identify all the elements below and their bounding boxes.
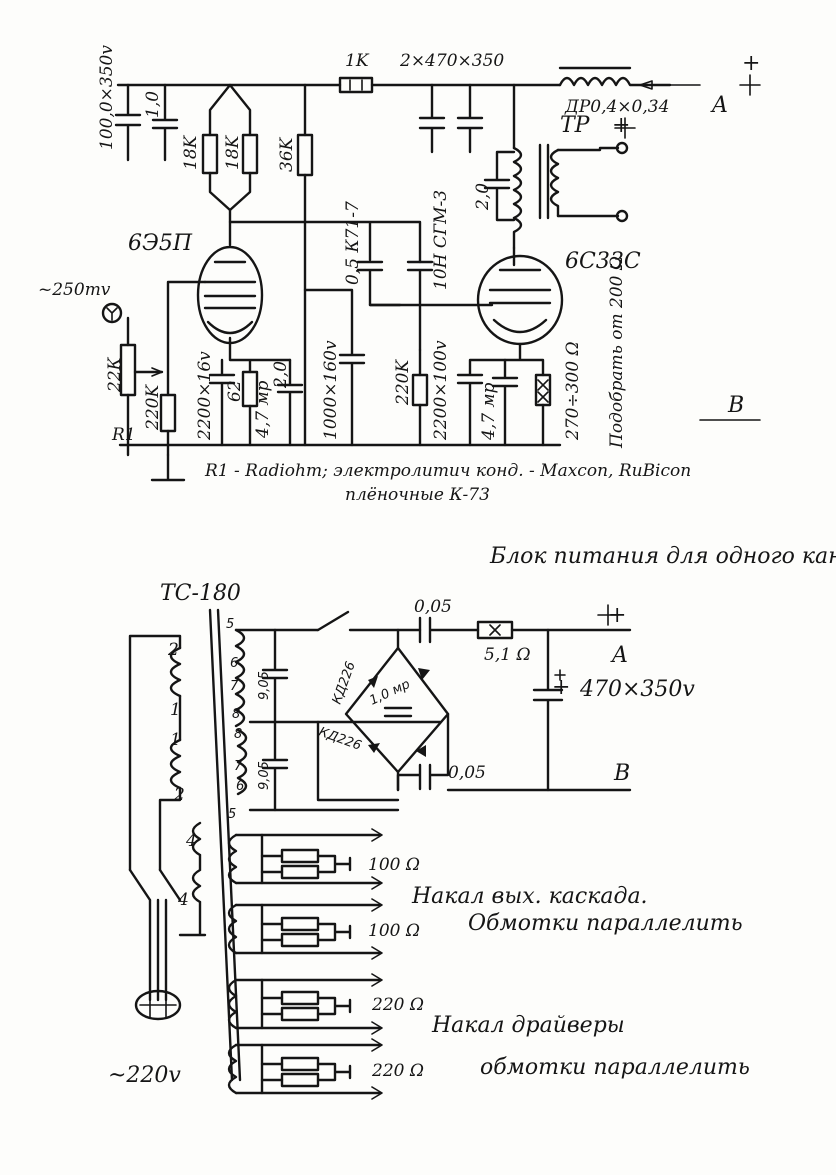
pin-left-6: 4 — [177, 890, 189, 910]
label-r-62: 62 — [225, 380, 245, 402]
label-r-100b: 100 Ω — [368, 921, 420, 941]
label-tube1: 6Э5П — [128, 231, 193, 256]
pin-left-1: 2 — [167, 640, 179, 660]
label-caps-top: 2×470×350 — [399, 51, 504, 71]
label-c-005-a: 0,05 — [414, 597, 452, 617]
psu-labels: Блок питания для одного канала ТС-180 5 … — [108, 544, 836, 1088]
pin-4: 8 — [232, 707, 240, 722]
label-c-2200-100: 2200×100v — [431, 340, 451, 441]
heater-drv-line2: обмотки параллелить — [480, 1055, 750, 1080]
pin-left-3: 1 — [170, 730, 181, 750]
label-cap-main: 470×350v — [579, 677, 695, 702]
pin-3: 7 — [230, 679, 239, 694]
label-plus-top: + — [742, 51, 760, 76]
label-c-1000: 1000×160v — [321, 340, 341, 440]
label-diode-b: КД226 — [317, 725, 364, 754]
note-line2: плёночные К-73 — [345, 485, 490, 505]
label-r1: R1 — [111, 425, 136, 445]
label-c-47b: 4,7 мр — [479, 382, 499, 441]
label-tube2: 6С33С — [565, 249, 641, 274]
label-r-anode1: 18K — [181, 134, 201, 170]
label-c-905-b: 9,05 — [257, 761, 272, 790]
label-c-2200: 2200×16v — [195, 351, 215, 441]
label-c-47: 4,7 мр — [253, 380, 273, 439]
psu-title: Блок питания для одного канала — [489, 544, 836, 569]
label-r-220a: 220 Ω — [371, 995, 424, 1015]
label-r-220k-1: 220K — [143, 384, 163, 431]
label-r-220b: 220 Ω — [371, 1061, 424, 1081]
label-mains: ~220v — [108, 1063, 181, 1088]
label-psu-b: B — [613, 761, 630, 786]
label-podobrat: Подобрать от 200 Ω — [607, 256, 627, 449]
label-r-100a: 100 Ω — [368, 855, 420, 875]
label-r-1k: 1K — [345, 51, 370, 71]
label-r-anode2: 18K — [223, 134, 243, 170]
label-pot: 22К — [105, 356, 125, 393]
label-c-tp: 2,0 — [473, 183, 493, 211]
label-coupling1: 0,5 К71-7 — [343, 201, 363, 285]
label-cap-plus: + — [552, 675, 570, 700]
pin-2: 6 — [230, 656, 238, 671]
label-coupling2: 10Н СГМ-3 — [431, 190, 451, 290]
pin-1: 5 — [226, 617, 234, 632]
heater-drv-line1: Накал драйверы — [431, 1013, 625, 1038]
label-transformer: ТС-180 — [160, 581, 241, 606]
pin-left-4: 2 — [173, 785, 185, 805]
pin-5: 8 — [234, 727, 242, 742]
label-node-a: A — [710, 93, 728, 118]
pin-6: 7 — [234, 759, 243, 774]
psu-schematic — [128, 604, 632, 1100]
pin-left-2: 1 — [170, 700, 181, 720]
amplifier-schematic — [101, 66, 761, 482]
label-c-20: 2,0 — [271, 361, 291, 389]
label-tp: ТР — [560, 113, 591, 138]
label-c-in: 100,0×350v — [97, 45, 117, 150]
heater-windings — [227, 828, 383, 1100]
label-input-level: ~250mv — [38, 280, 111, 300]
note-line1: R1 - Radiohm; электролитич конд. - Maxco… — [204, 461, 691, 481]
heater-out-line1: Накал вых. каскада. — [411, 884, 648, 909]
label-c-005-b: 0,05 — [448, 763, 486, 783]
label-node-b: B — [727, 393, 744, 418]
label-r-220k-2: 220K — [393, 359, 413, 406]
label-psu-plus: + — [608, 603, 626, 628]
label-plus-out: + — [612, 113, 630, 138]
label-psu-a: A — [610, 643, 628, 668]
label-r-270: 270÷300 Ω — [563, 341, 583, 441]
label-diode-a: КД226 — [330, 660, 359, 707]
label-choke: ДР0,4×0,34 — [564, 97, 669, 117]
heater-out-line2: Обмотки параллелить — [468, 911, 743, 936]
label-r-36k: 36K — [277, 136, 297, 172]
pin-left-5: 4 — [185, 831, 197, 851]
label-r-51: 5,1 Ω — [484, 645, 531, 665]
amplifier-labels: 100,0×350v 1,0 18K 18K 36K 1K 2×470×350 … — [38, 45, 760, 505]
label-c-in2: 1,0 — [143, 91, 163, 118]
label-c-905-a: 9,05 — [257, 671, 272, 700]
pin-8: 5 — [228, 807, 236, 822]
pin-7: 6 — [236, 779, 244, 794]
